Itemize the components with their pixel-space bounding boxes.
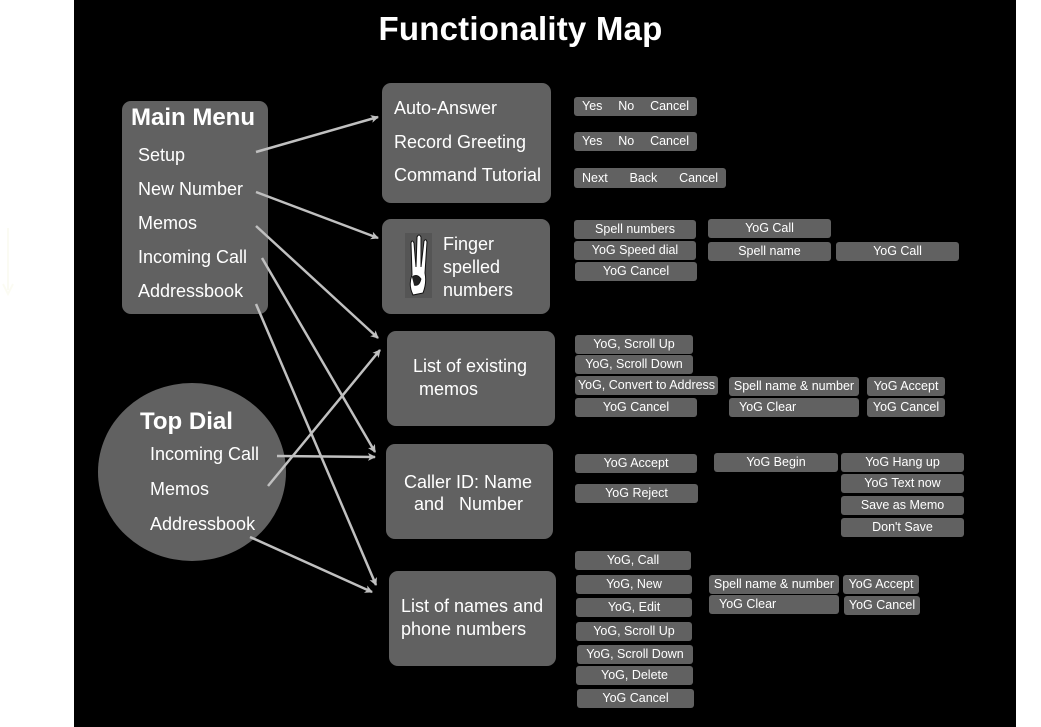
memos-label-line-2: memos (419, 379, 479, 399)
no-button[interactable]: No (618, 134, 635, 148)
cancel-button[interactable]: YoG Cancel (867, 398, 945, 417)
setup-item-record-greeting[interactable]: Record Greeting (394, 132, 527, 152)
main-menu-box (122, 101, 268, 314)
memos-screen-box (387, 331, 555, 426)
top-dial-circle (98, 383, 286, 561)
save-as-memo-button[interactable]: Save as Memo (841, 496, 964, 515)
cancel-button[interactable]: YoG Cancel (575, 262, 697, 281)
caller-id-label-line-2: and Number (414, 494, 524, 514)
dont-save-button[interactable]: Don't Save (841, 518, 964, 537)
next-button[interactable]: Next (582, 171, 608, 185)
top-dial-heading: Top Dial (140, 408, 233, 435)
addressbook-screen-box (389, 571, 556, 666)
yes-button[interactable]: Yes (582, 134, 603, 148)
accept-button[interactable]: YoG Accept (867, 377, 945, 396)
clear-button[interactable]: YoG Clear (709, 595, 839, 614)
new-button[interactable]: YoG, New (576, 575, 692, 594)
new-number-label-line-3: numbers (443, 280, 514, 300)
spell-name-number-button[interactable]: Spell name & number (729, 377, 859, 396)
page-title: Functionality Map (378, 10, 663, 47)
delete-button[interactable]: YoG, Delete (576, 666, 693, 685)
faint-arrow-icon (2, 228, 14, 297)
spell-name-button[interactable]: Spell name (708, 242, 831, 261)
scroll-down-button[interactable]: YoG, Scroll Down (577, 645, 693, 664)
scroll-down-button[interactable]: YoG, Scroll Down (575, 355, 693, 374)
cancel-button[interactable]: Cancel (650, 99, 689, 113)
top-dial-item-memos[interactable]: Memos (150, 479, 210, 499)
main-menu-item-new-number[interactable]: New Number (138, 179, 244, 199)
new-number-label-line-2: spelled (443, 257, 501, 277)
top-dial-item-incoming-call[interactable]: Incoming Call (150, 444, 260, 464)
new-number-label-line-1: Finger (443, 234, 495, 254)
main-menu-item-setup[interactable]: Setup (138, 145, 186, 165)
convert-to-address-button[interactable]: YoG, Convert to Address (575, 376, 718, 395)
cancel-button[interactable]: Cancel (650, 134, 689, 148)
accept-button[interactable]: YoG Accept (575, 454, 697, 473)
incoming-call-screen-box (386, 444, 553, 539)
scroll-up-button[interactable]: YoG, Scroll Up (575, 335, 693, 354)
begin-button[interactable]: YoG Begin (714, 453, 838, 472)
accept-button[interactable]: YoG Accept (843, 575, 919, 594)
setup-screen-box (382, 83, 551, 203)
spell-name-number-button[interactable]: Spell name & number (709, 575, 839, 594)
setup-item-auto-answer[interactable]: Auto-Answer (394, 98, 498, 118)
clear-button[interactable]: YoG Clear (729, 398, 859, 417)
speed-dial-button[interactable]: YoG Speed dial (574, 241, 696, 260)
no-button[interactable]: No (618, 99, 635, 113)
addressbook-label-line-2: phone numbers (401, 619, 527, 639)
reject-button[interactable]: YoG Reject (575, 484, 698, 503)
cancel-button[interactable]: Cancel (679, 171, 718, 185)
main-menu-item-memos[interactable]: Memos (138, 213, 198, 233)
caller-id-label-line-1: Caller ID: Name (404, 472, 533, 492)
record-greeting-options: Yes No Cancel (574, 132, 697, 151)
call-button[interactable]: YoG, Call (575, 551, 691, 570)
text-now-button[interactable]: YoG Text now (841, 474, 964, 493)
call-button[interactable]: YoG Call (836, 242, 959, 261)
spell-numbers-button[interactable]: Spell numbers (574, 220, 696, 239)
cancel-button[interactable]: YoG Cancel (577, 689, 694, 708)
top-dial-item-addressbook[interactable]: Addressbook (150, 514, 256, 534)
cancel-button[interactable]: YoG Cancel (575, 398, 697, 417)
call-button[interactable]: YoG Call (708, 219, 831, 238)
edit-button[interactable]: YoG, Edit (576, 598, 692, 617)
main-menu-item-addressbook[interactable]: Addressbook (138, 281, 244, 301)
command-tutorial-options: Next Back Cancel (574, 168, 726, 188)
back-button[interactable]: Back (629, 171, 658, 185)
setup-item-command-tutorial[interactable]: Command Tutorial (394, 165, 542, 185)
scroll-up-button[interactable]: YoG, Scroll Up (576, 622, 692, 641)
hang-up-button[interactable]: YoG Hang up (841, 453, 964, 472)
addressbook-label-line-1: List of names and (401, 596, 544, 616)
auto-answer-options: Yes No Cancel (574, 97, 697, 116)
yes-button[interactable]: Yes (582, 99, 603, 113)
hand-sign-icon (405, 233, 432, 298)
cancel-button[interactable]: YoG Cancel (844, 596, 920, 615)
memos-label-line-1: List of existing (413, 356, 528, 376)
main-menu-heading: Main Menu (131, 104, 255, 131)
main-menu-item-incoming-call[interactable]: Incoming Call (138, 247, 248, 267)
